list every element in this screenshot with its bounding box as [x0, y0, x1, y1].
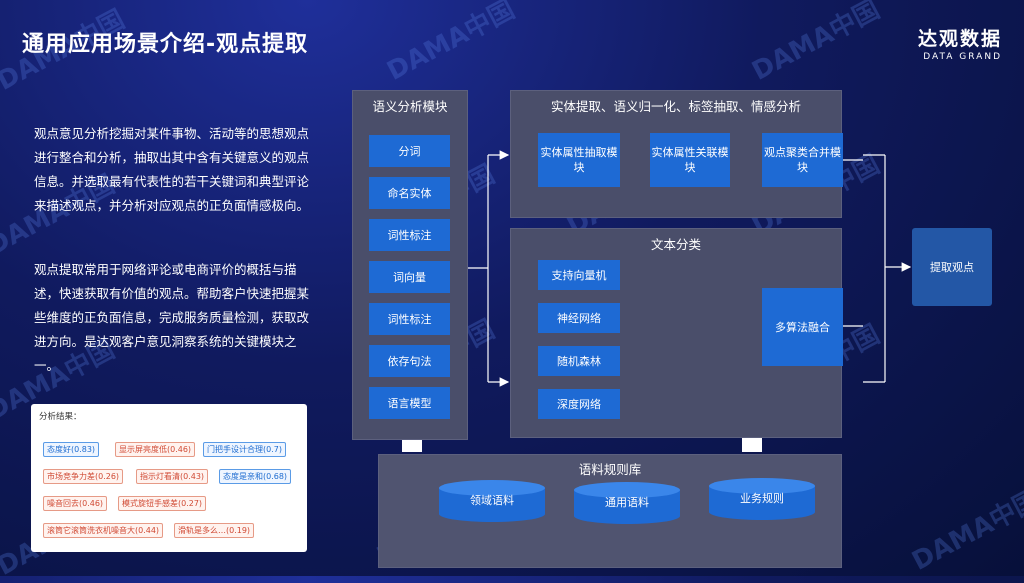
multi-algorithm-fusion-box: 多算法融合 — [762, 288, 843, 366]
module-named-entity: 命名实体 — [369, 177, 450, 209]
brand-name-en: DATA GRAND — [923, 52, 1002, 62]
result-tag: 噪音回去(0.46) — [43, 496, 108, 511]
result-tag: 态度好(0.83) — [43, 442, 100, 457]
module-pos-tagging: 词性标注 — [369, 219, 450, 251]
brand-name-cn: 达观数据 — [917, 28, 1002, 50]
entity-attribute-association-box: 实体属性关联模块 — [650, 133, 730, 187]
cylinder-label: 业务规则 — [740, 492, 784, 505]
module-language-model: 语言模型 — [369, 387, 450, 419]
opinion-clustering-box: 观点聚类合并模块 — [762, 133, 843, 187]
random-forest-box: 随机森林 — [538, 346, 620, 376]
page-title: 通用应用场景介绍-观点提取 — [22, 32, 309, 57]
result-tag: 滚筒它滚筒洗衣机噪音大(0.44) — [43, 523, 164, 538]
classification-panel-title: 文本分类 — [650, 237, 701, 252]
result-tag: 指示灯看清(0.43) — [136, 469, 209, 484]
description-paragraph-2: 观点提取常用于网络评论或电商评价的概括与描述，快速获取有价值的观点。帮助客户快速… — [34, 262, 310, 373]
deep-network-box: 深度网络 — [538, 389, 620, 419]
domain-corpus-cylinder: 领域语料 — [438, 480, 546, 522]
entity-attribute-extraction-box: 实体属性抽取模块 — [538, 133, 620, 187]
general-corpus-cylinder: 通用语料 — [573, 482, 681, 524]
cylinder-label: 通用语料 — [605, 496, 649, 509]
svm-box: 支持向量机 — [538, 260, 620, 290]
module-word-segmentation: 分词 — [369, 135, 450, 167]
result-tag: 模式旋钮手感差(0.27) — [118, 496, 207, 511]
analysis-result-title: 分析结果： — [39, 412, 82, 422]
corpus-panel-title: 语料规则库 — [578, 462, 642, 477]
database-icon — [574, 482, 680, 524]
brand-logo: 达观数据 DATA GRAND — [918, 24, 1002, 62]
database-icon — [439, 480, 545, 522]
entity-panel-title: 实体提取、语义归一化、标签抽取、情感分析 — [550, 99, 801, 114]
result-tag: 态度是亲和(0.68) — [219, 469, 292, 484]
result-tag: 滑轨是多么…(0.19) — [174, 523, 255, 538]
database-icon — [709, 478, 815, 520]
neural-network-box: 神经网络 — [538, 303, 620, 333]
semantic-panel-title: 语义分析模块 — [372, 99, 448, 114]
module-word-vector: 词向量 — [369, 261, 450, 293]
result-tag: 显示屏亮度低(0.46) — [115, 442, 196, 457]
business-rules-cylinder: 业务规则 — [708, 478, 816, 520]
analysis-result-card: 分析结果： 态度好(0.83) 显示屏亮度低(0.46) 门把手设计合理(0.7… — [31, 404, 307, 552]
description-paragraph-1: 观点意见分析挖掘对某件事物、活动等的思想观点进行整合和分析，抽取出其中含有关键意… — [34, 126, 310, 213]
cylinder-label: 领域语料 — [470, 494, 514, 507]
module-pos-tagging-2: 词性标注 — [369, 303, 450, 335]
result-tag: 市场竞争力差(0.26) — [43, 469, 124, 484]
module-dependency-parsing: 依存句法 — [369, 345, 450, 377]
extract-opinion-box: 提取观点 — [912, 228, 992, 306]
result-tag: 门把手设计合理(0.7) — [203, 442, 286, 457]
